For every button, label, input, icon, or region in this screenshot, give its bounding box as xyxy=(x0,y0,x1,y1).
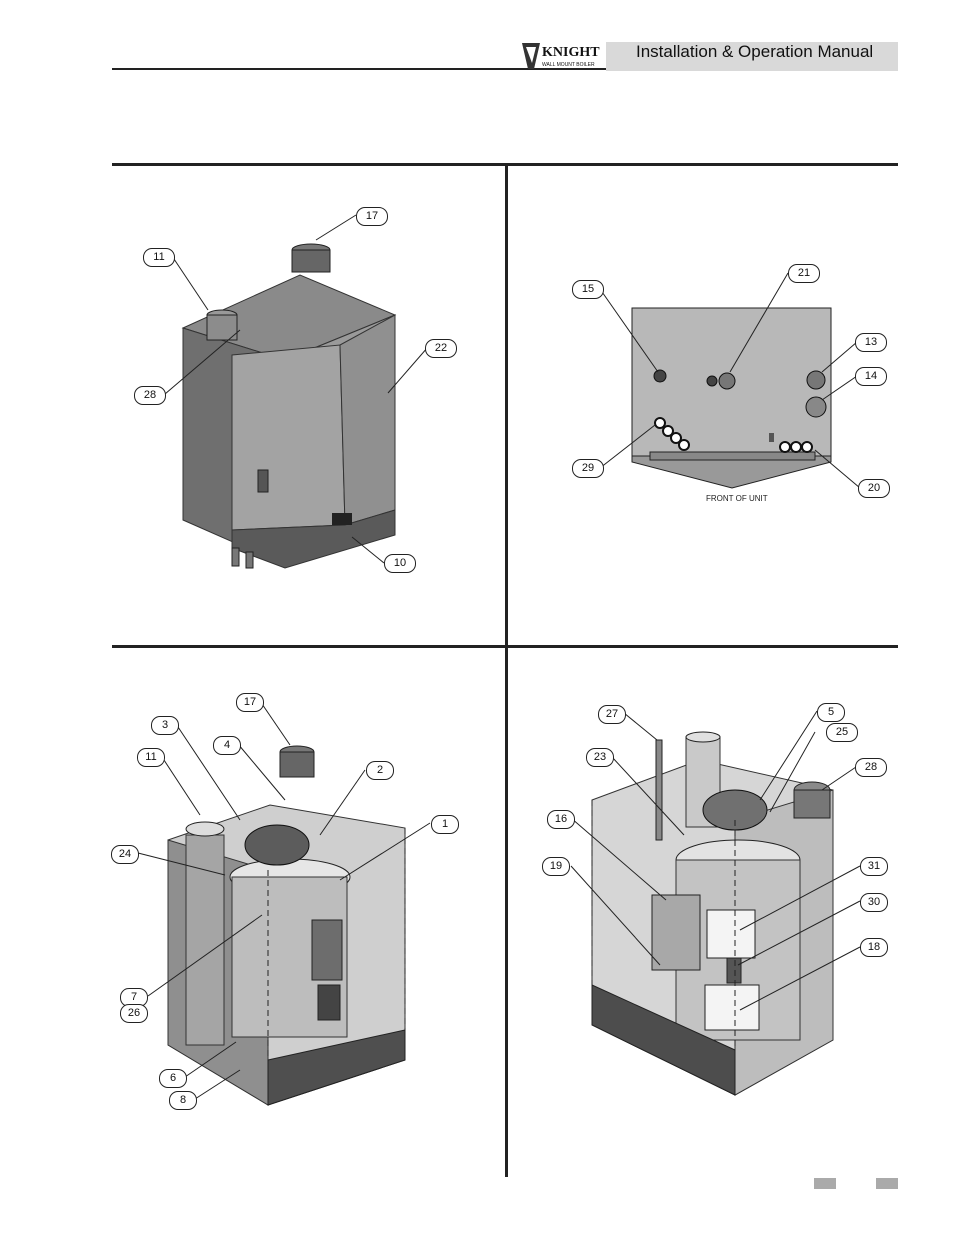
callout-11-internal: 11 xyxy=(137,748,165,767)
callout-1-internal: 1 xyxy=(431,815,459,834)
callout-17-front: 17 xyxy=(356,207,388,226)
callout-21-bottom: 21 xyxy=(788,264,820,283)
callout-28-front: 28 xyxy=(134,386,166,405)
top-frame-line xyxy=(112,163,898,166)
callout-8-internal: 8 xyxy=(169,1091,197,1110)
callout-14-bottom: 14 xyxy=(855,367,887,386)
callout-25-internal: 25 xyxy=(826,723,858,742)
callout-19-internal: 19 xyxy=(542,857,570,876)
callout-4-internal: 4 xyxy=(213,736,241,755)
callout-20-bottom: 20 xyxy=(858,479,890,498)
callout-6-internal: 6 xyxy=(159,1069,187,1088)
header-title-box xyxy=(606,42,898,71)
callout-17-internal: 17 xyxy=(236,693,264,712)
callout-2-internal: 2 xyxy=(366,761,394,780)
front-of-unit-caption: FRONT OF UNIT xyxy=(706,494,768,503)
callout-3-internal: 3 xyxy=(151,716,179,735)
callout-31-internal: 31 xyxy=(860,857,888,876)
callout-29-bottom: 29 xyxy=(572,459,604,478)
footer-tab-left xyxy=(814,1178,836,1189)
callout-22-front: 22 xyxy=(425,339,457,358)
callout-23-internal: 23 xyxy=(586,748,614,767)
callout-11-front: 11 xyxy=(143,248,175,267)
callout-28-internal: 28 xyxy=(855,758,887,777)
callout-10-front: 10 xyxy=(384,554,416,573)
center-divider xyxy=(505,165,508,1177)
logo-brand-text: KNIGHT xyxy=(542,45,600,60)
header-rule xyxy=(112,68,606,70)
callout-30-internal: 30 xyxy=(860,893,888,912)
callout-15-bottom: 15 xyxy=(572,280,604,299)
callout-16-internal: 16 xyxy=(547,810,575,829)
callout-5-internal: 5 xyxy=(817,703,845,722)
footer-tab-right xyxy=(876,1178,898,1189)
callout-18-internal: 18 xyxy=(860,938,888,957)
callout-24-internal: 24 xyxy=(111,845,139,864)
logo-sub-text: WALL MOUNT BOILER xyxy=(542,62,595,68)
callout-13-bottom: 13 xyxy=(855,333,887,352)
header-title: Installation & Operation Manual xyxy=(636,42,874,61)
callout-26-internal: 26 xyxy=(120,1004,148,1023)
knight-logo: KNIGHT WALL MOUNT BOILER xyxy=(522,43,600,69)
callout-27-internal: 27 xyxy=(598,705,626,724)
